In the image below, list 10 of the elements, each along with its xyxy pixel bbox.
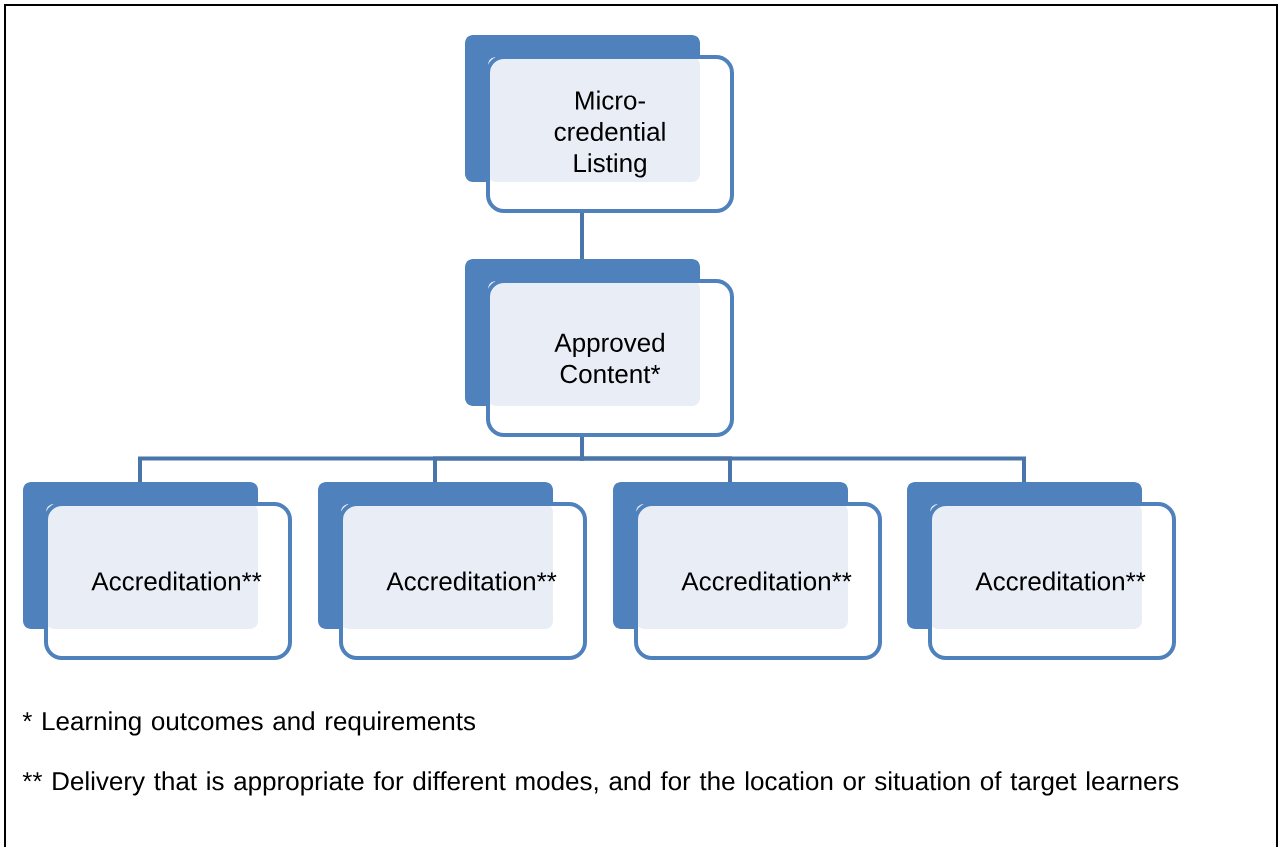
connector-line [580, 213, 584, 259]
process-box: Approved Content* [465, 259, 734, 437]
process-box: Accreditation** [23, 482, 292, 660]
footnote: ** Delivery that is appropriate for different modes, and for the location or situation of target learners [22, 771, 1179, 796]
process-box: Accreditation** [318, 482, 587, 660]
process-box: Accreditation** [613, 482, 882, 660]
process-box: Accreditation** [907, 482, 1176, 660]
process-box: Micro-credential Listing [465, 35, 734, 213]
connector-line [580, 437, 1026, 482]
footnote: * Learning outcomes and requirements [22, 711, 476, 736]
